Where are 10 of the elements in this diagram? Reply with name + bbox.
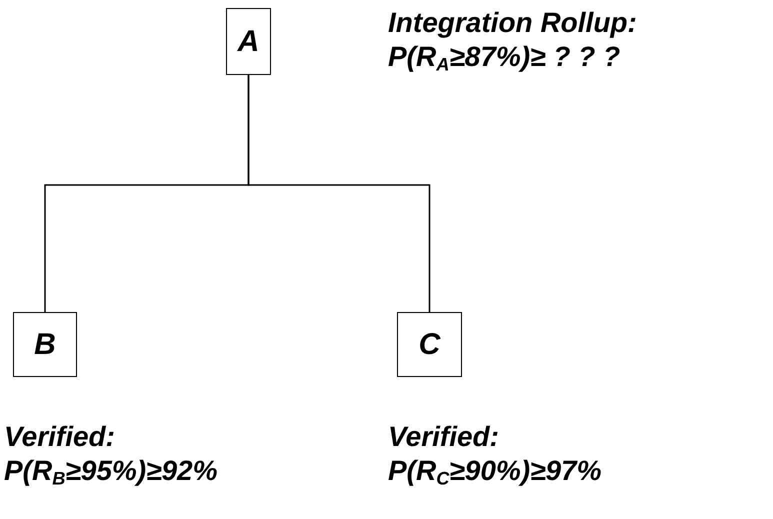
annotation-text: Verified: [388,420,499,454]
node-box: C [397,312,462,377]
annotation-text: Verified: [4,420,115,454]
connector-line [248,75,430,312]
annotation-text: Integration Rollup: [388,6,637,40]
annotation-text: P(R$_{B}$≥95%)≥92% [4,454,218,488]
node-box: A [226,8,271,75]
annotation-text: P(R$_{A}$≥87%)≥ ? ? ? [388,40,620,74]
node-box: B [13,312,77,377]
annotation-text: P(R$_{C}$≥90%)≥97% [388,454,602,488]
